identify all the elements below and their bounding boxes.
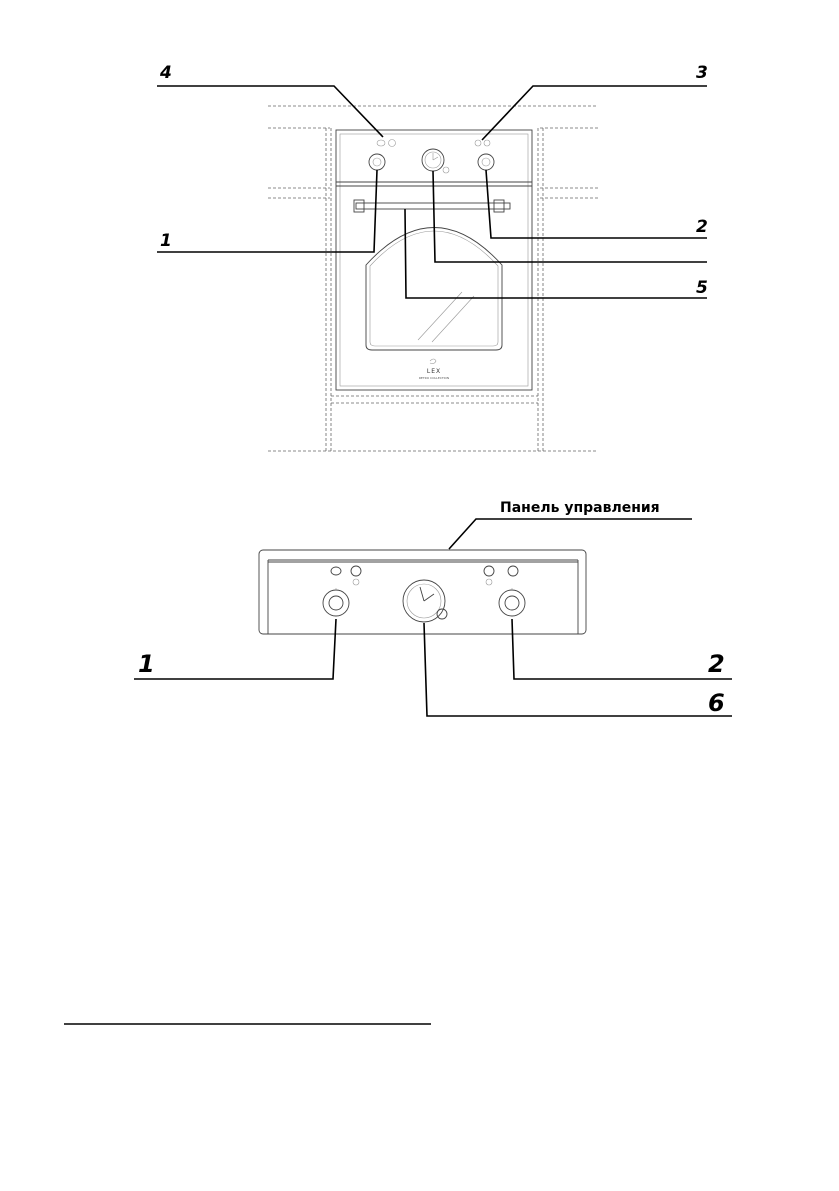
right-knob (499, 588, 525, 616)
callout-label-4: 4 (159, 63, 172, 83)
oven-front (336, 130, 532, 390)
logo-subtext: RETRO COLLECTION (419, 376, 449, 380)
callout-label-1: 1 (160, 231, 172, 251)
callout-2b: 2 (512, 619, 732, 679)
callout-label-1b: 1 (138, 650, 155, 678)
timer-clock (403, 580, 447, 622)
callout-4: 4 (157, 63, 383, 137)
power-indicator-icon (331, 567, 341, 575)
callout-3: 3 (482, 63, 708, 140)
callout-label-2b: 2 (708, 650, 725, 678)
callout-label-6: 6 (708, 689, 725, 717)
callout-5: 5 (405, 209, 708, 298)
callout-clock (433, 171, 707, 262)
callout-label-3: 3 (696, 63, 708, 83)
control-panel-callout: Панель управления (449, 500, 692, 549)
callout-1b: 1 (134, 619, 336, 679)
callout-label-2: 2 (696, 217, 708, 237)
brand-logo: LEX RETRO COLLECTION (419, 359, 449, 380)
logo-text: LEX (427, 368, 441, 375)
thermostat-indicator-icon (351, 566, 361, 576)
callout-label-5: 5 (696, 278, 708, 298)
fan-indicator-icon (508, 566, 518, 576)
oven-door-handle (354, 200, 510, 212)
light-indicator-icon (484, 566, 494, 576)
panel-label: Панель управления (500, 500, 660, 516)
callout-2: 2 (486, 170, 708, 238)
top-control-panel (369, 140, 494, 174)
left-knob (323, 588, 349, 616)
callout-6: 6 (424, 623, 732, 717)
panel-indicators (331, 566, 518, 585)
control-panel-frame (259, 550, 586, 634)
